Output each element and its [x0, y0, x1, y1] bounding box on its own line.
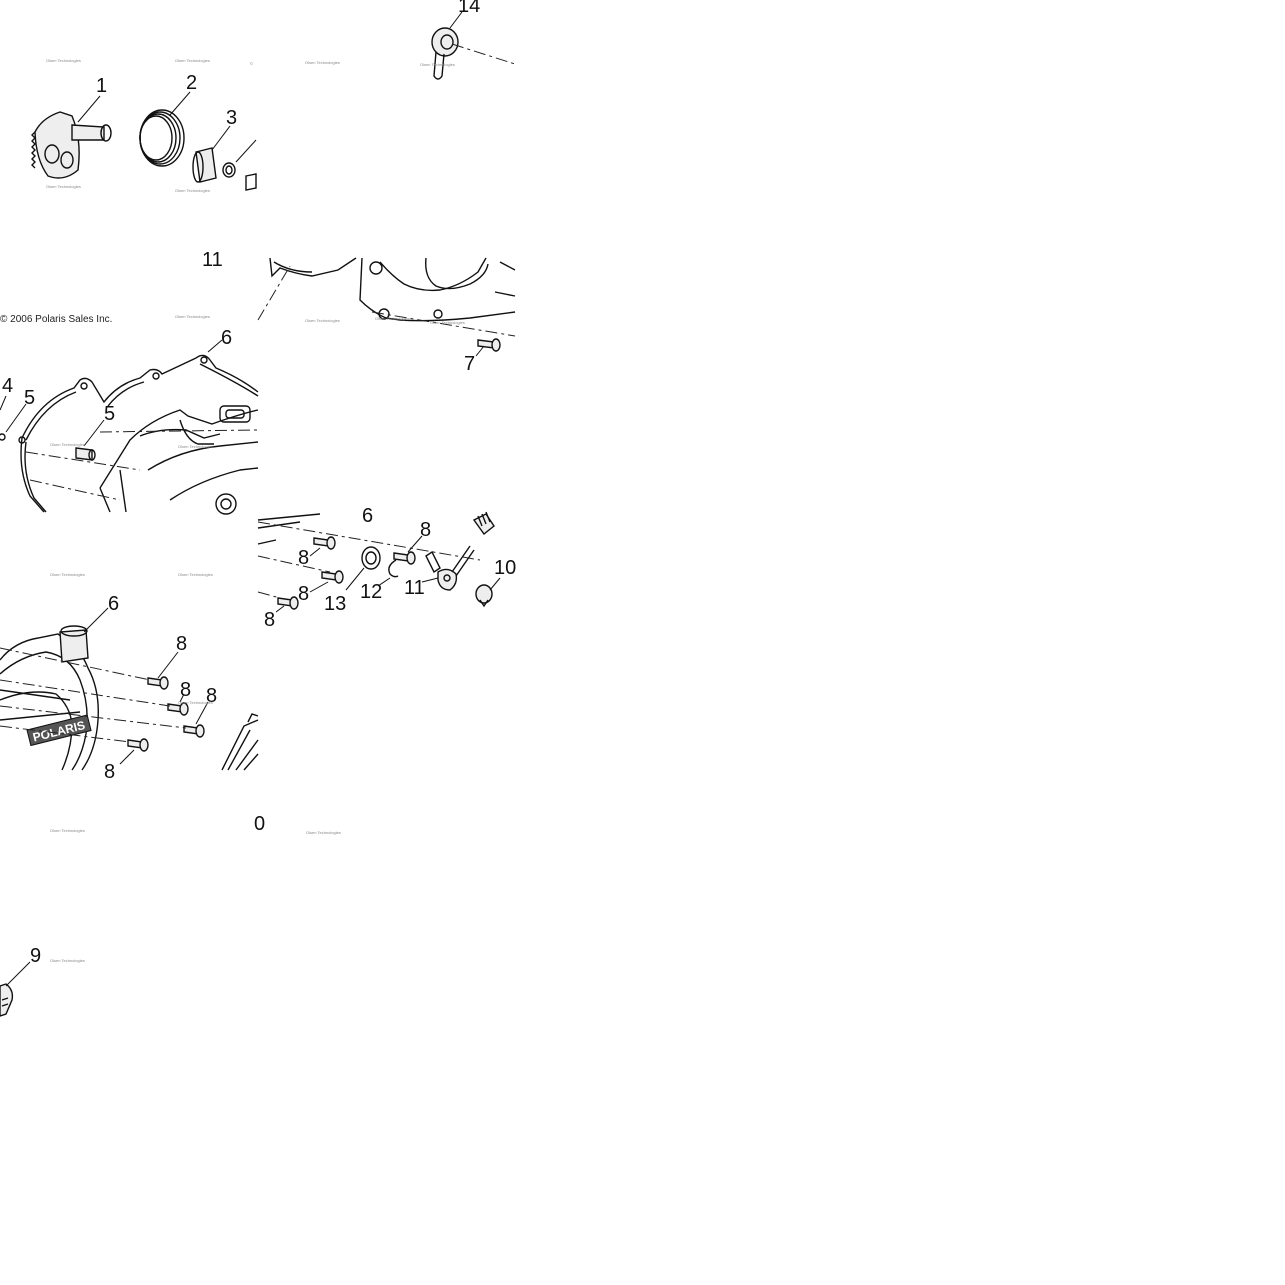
svg-text:Olsen Technologies: Olsen Technologies: [305, 318, 340, 323]
fragment-label: 11: [202, 249, 223, 271]
part-12-clip: [388, 559, 399, 578]
callout-8d: 8: [180, 679, 191, 701]
part-11-bracket: [425, 545, 475, 591]
svg-text:Olsen Technologies: Olsen Technologies: [306, 830, 341, 835]
svg-text:Olsen Technologies: Olsen Technologies: [50, 958, 85, 963]
tile-lower-left: Olsen Technologies Olsen Technologies PO…: [0, 572, 259, 783]
tile-middle-right: Olsen Technologies Olsen Technologies Ol…: [257, 257, 516, 375]
inner-cover: [25, 405, 259, 515]
callout-4: 4: [2, 375, 13, 397]
callout-8: 7: [464, 353, 475, 375]
svg-text:Olsen Technologies: Olsen Technologies: [46, 58, 81, 63]
svg-text:©: ©: [250, 61, 253, 66]
svg-text:Olsen Technologies: Olsen Technologies: [420, 62, 455, 67]
callout-14: 14: [458, 0, 480, 17]
callout-12: 12: [360, 581, 382, 603]
svg-text:Olsen Technologies: Olsen Technologies: [175, 188, 210, 193]
part-1-shaft-gear: [31, 111, 112, 179]
svg-text:Olsen Technologies: Olsen Technologies: [430, 320, 465, 325]
part-13-washer: [361, 546, 381, 570]
sensor: [472, 511, 495, 536]
part-3-bushing: [192, 147, 257, 191]
part-9-fitting: [0, 983, 14, 1017]
copyright: © 2006 Polaris Sales Inc.: [0, 314, 112, 325]
tile-middle-left: 11 © 2006 Polaris Sales Inc. Olsen Techn…: [0, 249, 259, 515]
fragment-label: 6: [362, 505, 373, 527]
part-14-drain-plug: [431, 27, 459, 80]
svg-text:Olsen Technologies: Olsen Technologies: [178, 444, 213, 449]
callout-8f: 8: [104, 761, 115, 783]
bolts-8-right: [277, 536, 416, 610]
callout-5a: 5: [24, 387, 35, 409]
callout-13: 13: [324, 593, 346, 615]
callout-5b: 5: [104, 403, 115, 425]
callout-8g: 8: [298, 547, 309, 569]
part-10-plug: [475, 584, 493, 608]
svg-text:Olsen Technologies: Olsen Technologies: [375, 316, 410, 321]
part-7-outer-cover: POLARIS: [0, 625, 99, 771]
svg-text:Olsen Technologies: Olsen Technologies: [305, 60, 340, 65]
svg-text:Olsen Technologies: Olsen Technologies: [46, 184, 81, 189]
svg-text:Olsen Technologies: Olsen Technologies: [178, 572, 213, 577]
callout-11: 11: [404, 577, 425, 599]
tile-top-right: Olsen Technologies 14 Olsen Technologies: [305, 0, 516, 80]
callout-8c: 8: [176, 633, 187, 655]
part-8-bolt: [477, 338, 501, 352]
callout-9: 9: [30, 945, 41, 967]
tile-bottom-left: Olsen Technologies Olsen Technologies 0 …: [0, 813, 341, 1017]
svg-text:Olsen Technologies: Olsen Technologies: [178, 700, 213, 705]
tile-top-left: 1 2 3 Olsen Technologies Olsen Technolog…: [31, 58, 257, 193]
callout-3: 3: [226, 107, 237, 129]
part-5-dowel: [75, 447, 96, 461]
svg-text:Olsen Technologies: Olsen Technologies: [175, 58, 210, 63]
callout-8e: 8: [206, 685, 217, 707]
callout-8i: 8: [298, 583, 309, 605]
polaris-logo: POLARIS: [26, 714, 92, 747]
fragment-label: 0: [254, 813, 265, 835]
bolts-8: [127, 676, 205, 752]
part-6-gasket: [20, 354, 259, 513]
callout-8h: 8: [420, 519, 431, 541]
svg-text:Olsen Technologies: Olsen Technologies: [50, 572, 85, 577]
callout-8j: 8: [264, 609, 275, 631]
svg-text:Olsen Technologies: Olsen Technologies: [175, 314, 210, 319]
callout-6: 6: [221, 327, 232, 349]
svg-text:Olsen Technologies: Olsen Technologies: [50, 828, 85, 833]
callout-7: 6: [108, 593, 119, 615]
part-2-spring: [139, 109, 185, 167]
callout-2: 2: [186, 72, 197, 94]
tile-lower-right: 6 8 8 8 8 13 12: [257, 505, 516, 631]
svg-text:Olsen Technologies: Olsen Technologies: [50, 442, 85, 447]
callout-1: 1: [96, 75, 107, 97]
callout-10: 10: [494, 557, 516, 579]
